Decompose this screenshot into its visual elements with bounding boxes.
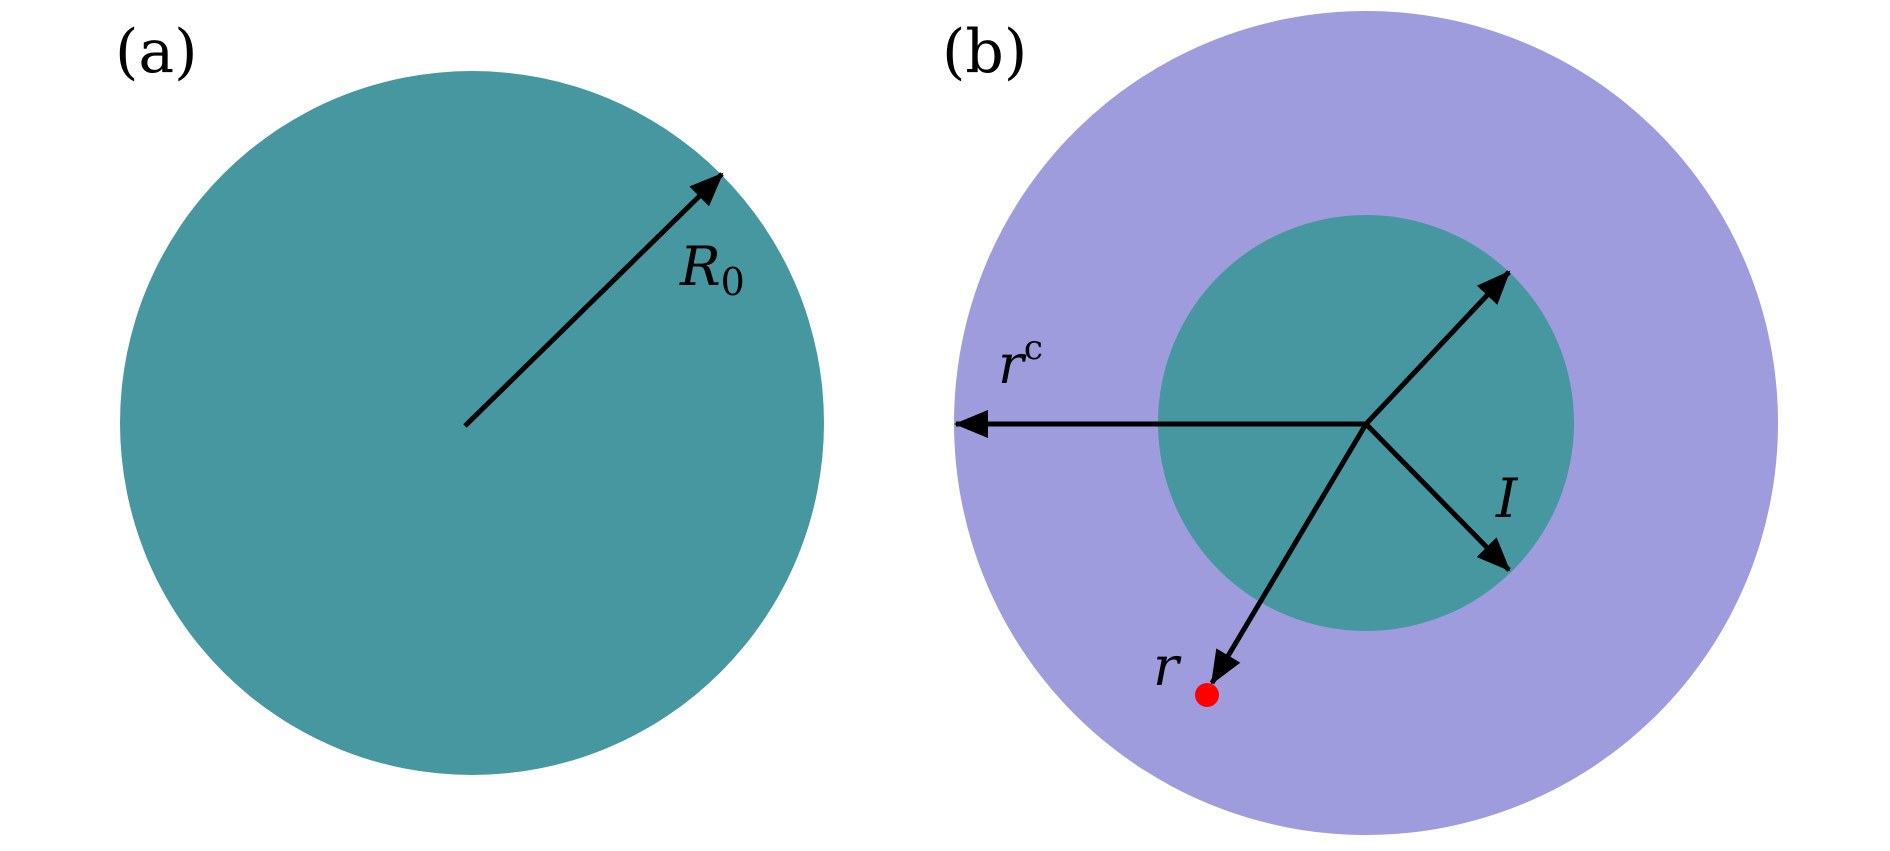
radius-label-r0: R0 (679, 235, 745, 304)
r-label: r (1153, 635, 1182, 698)
rc-label: rc (998, 328, 1043, 396)
radius-arrow-a (463, 172, 724, 428)
inner-radius-arrow-upper (1364, 270, 1511, 426)
inner-radius-label: I (1495, 467, 1519, 530)
panel-a-label: (a) (115, 17, 198, 87)
point-marker (1195, 683, 1219, 707)
r-arrow (1209, 422, 1369, 685)
panel-b-label: (b) (942, 17, 1027, 87)
inner-radius-arrow-lower (1364, 422, 1511, 572)
panel-b: (b) rc I r (942, 11, 1778, 835)
panel-a: (a) R0 (115, 17, 824, 775)
